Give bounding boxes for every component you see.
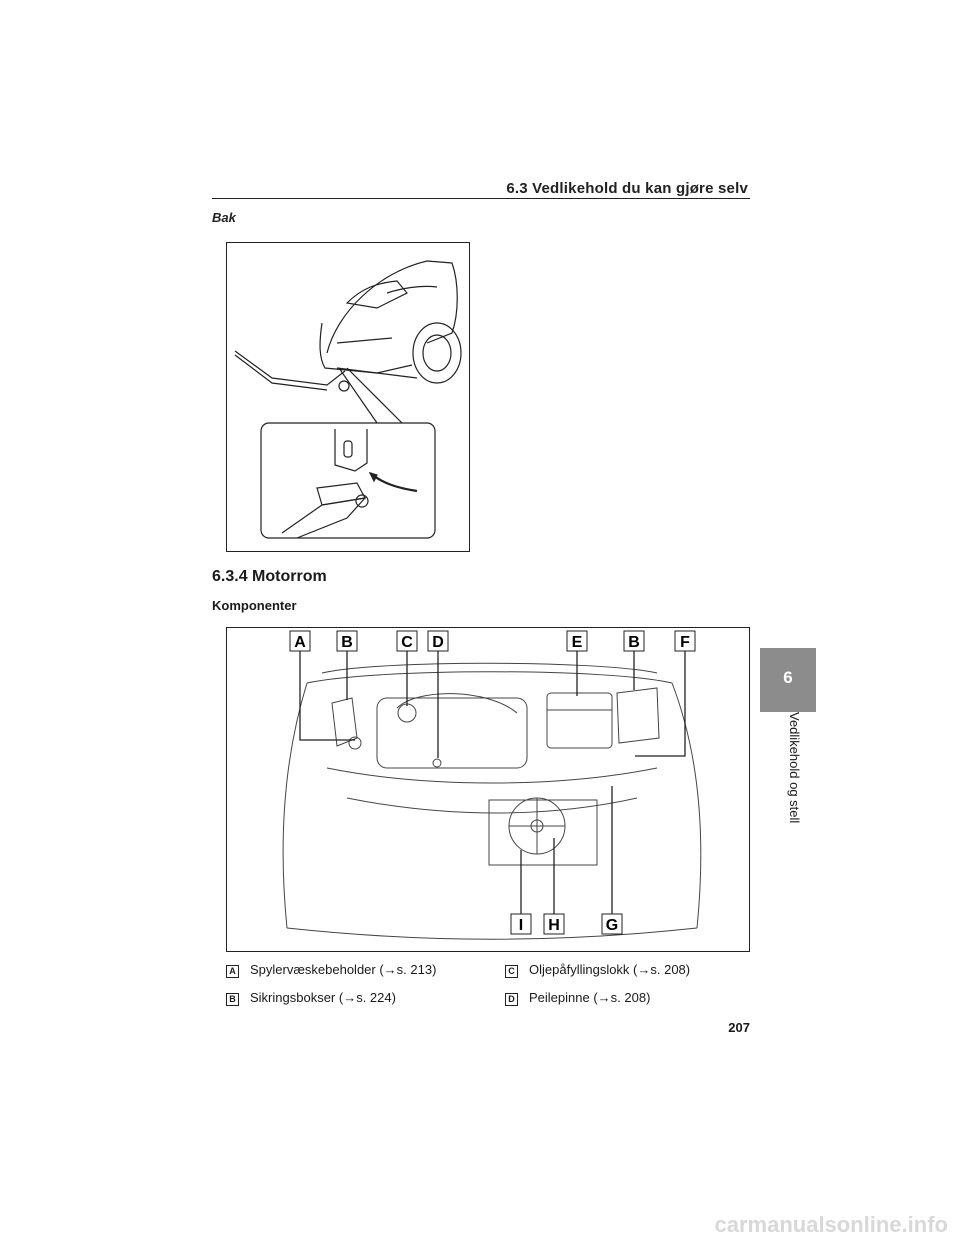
legend-letter-d: D (505, 993, 518, 1006)
legend-item-d: D Peilepinne (→s. 208) (505, 990, 650, 1006)
running-header: 6.3 Vedlikehold du kan gjøre selv (506, 180, 748, 197)
chapter-tab-number: 6 (783, 668, 793, 687)
legend-letter-b: B (226, 993, 239, 1006)
callout-f: F (680, 634, 690, 651)
callout-box-f (674, 630, 696, 652)
callout-a: A (294, 634, 306, 651)
callout-box-h (543, 913, 565, 935)
callout-box-i (510, 913, 532, 935)
callout-g: G (606, 917, 618, 934)
callout-box-d (427, 630, 449, 652)
callout-h: H (548, 917, 560, 934)
legend-text-c: Oljepåfyllingslokk (→s. 208) (529, 962, 691, 977)
engine-compartment-illustration: A B C D E B F I H G (226, 627, 750, 952)
section-heading: 6.3.4 Motorrom (212, 568, 327, 585)
figure-subtitle: Bak (212, 210, 236, 225)
callout-box-e (566, 630, 588, 652)
legend-item-c: C Oljepåfyllingslokk (→s. 208) (505, 962, 690, 978)
legend-text-d: Peilepinne (→s. 208) (529, 990, 651, 1005)
section-subheading: Komponenter (212, 598, 297, 613)
legend-text-b: Sikringsbokser (→s. 224) (250, 990, 396, 1005)
callout-i: I (519, 917, 523, 934)
callout-box-b (336, 630, 358, 652)
rear-jack-drawing (234, 260, 462, 539)
callout-b2: B (628, 634, 640, 651)
callout-e: E (572, 634, 583, 651)
engine-compartment-drawing: A B C D E B F I H G (282, 630, 702, 940)
callout-b: B (341, 634, 353, 651)
callout-box-a (289, 630, 311, 652)
chapter-tab-label: Vedlikehold og stell (787, 712, 802, 824)
callout-box-g (601, 913, 623, 935)
legend-text-a: Spylervæskebeholder (→s. 213) (250, 962, 437, 977)
callout-box-b2 (623, 630, 645, 652)
legend-letter-a: A (226, 965, 239, 978)
chapter-tab (760, 648, 816, 712)
rear-jack-illustration (226, 242, 470, 552)
page-number: 207 (728, 1020, 750, 1035)
header-rule (212, 198, 750, 199)
callout-box-c (396, 630, 418, 652)
watermark: carmanualsonline.info (714, 1212, 949, 1237)
legend-letter-c: C (505, 965, 518, 978)
callout-d: D (432, 634, 444, 651)
legend-item-a: A Spylervæskebeholder (→s. 213) (226, 962, 436, 978)
callout-c: C (401, 634, 413, 651)
legend-item-b: B Sikringsbokser (→s. 224) (226, 990, 396, 1006)
